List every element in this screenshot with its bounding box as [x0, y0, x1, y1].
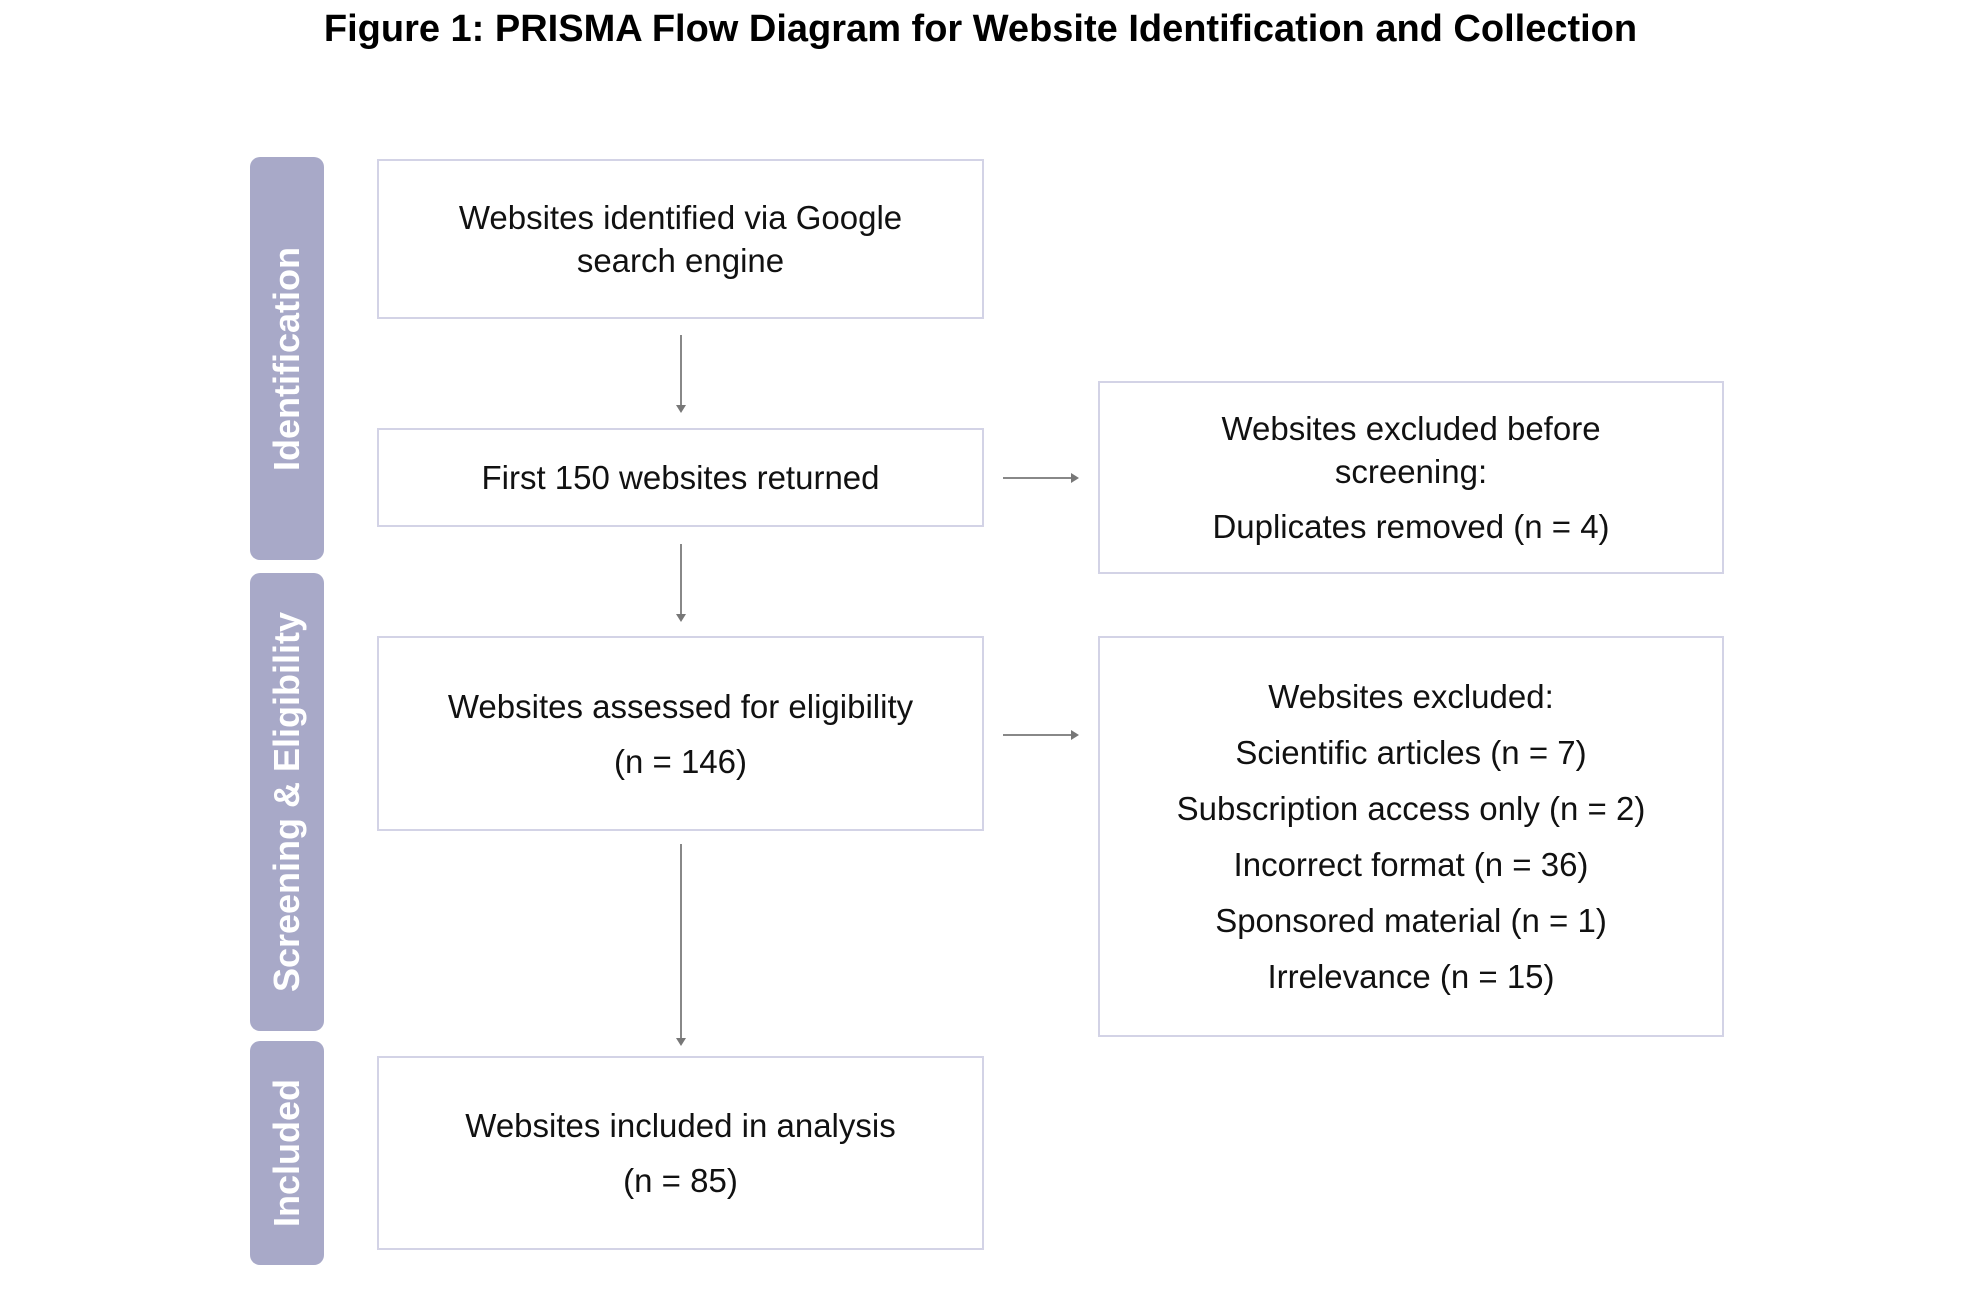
- box-assessed: Websites assessed for eligibility (n = 1…: [377, 636, 984, 831]
- text: (n = 146): [614, 742, 747, 780]
- box-first-150: First 150 websites returned: [377, 428, 984, 527]
- phase-identification: Identification: [250, 157, 324, 560]
- phase-label: Identification: [266, 246, 307, 471]
- text: Websites excluded before: [1221, 410, 1601, 447]
- text: Incorrect format (n = 36): [1233, 845, 1589, 883]
- text: search engine: [576, 242, 785, 279]
- figure-title: Figure 1: PRISMA Flow Diagram for Websit…: [323, 8, 1638, 50]
- text: Irrelevance (n = 15): [1267, 957, 1555, 995]
- text: Sponsored material (n = 1): [1215, 901, 1607, 939]
- box-excluded: Websites excluded: Scientific articles (…: [1098, 636, 1724, 1037]
- text: Websites assessed for eligibility: [447, 687, 914, 725]
- text: Scientific articles (n = 7): [1235, 733, 1587, 771]
- box-included: Websites included in analysis (n = 85): [377, 1056, 984, 1250]
- phase-included: Included: [250, 1041, 324, 1265]
- phase-screening-eligibility: Screening & Eligibility: [250, 573, 324, 1031]
- text: screening:: [1334, 453, 1488, 490]
- arrow-right: [1003, 473, 1079, 483]
- box-excluded-before-screening: Websites excluded before screening: Dupl…: [1098, 381, 1724, 574]
- text: First 150 websites returned: [481, 459, 880, 496]
- arrow-down: [676, 544, 686, 622]
- arrow-down: [676, 844, 686, 1046]
- arrow-right: [1003, 730, 1079, 740]
- text: (n = 85): [623, 1162, 738, 1199]
- box-identified: Websites identified via Google search en…: [377, 159, 984, 319]
- text: Websites identified via Google: [458, 199, 903, 236]
- phase-label: Screening & Eligibility: [266, 611, 308, 993]
- text: Websites included in analysis: [465, 1107, 896, 1144]
- arrow-down: [676, 335, 686, 413]
- text: Websites excluded:: [1268, 677, 1554, 715]
- text: Duplicates removed (n = 4): [1212, 508, 1610, 545]
- phase-label: Included: [266, 1078, 308, 1228]
- text: Subscription access only (n = 2): [1176, 789, 1646, 827]
